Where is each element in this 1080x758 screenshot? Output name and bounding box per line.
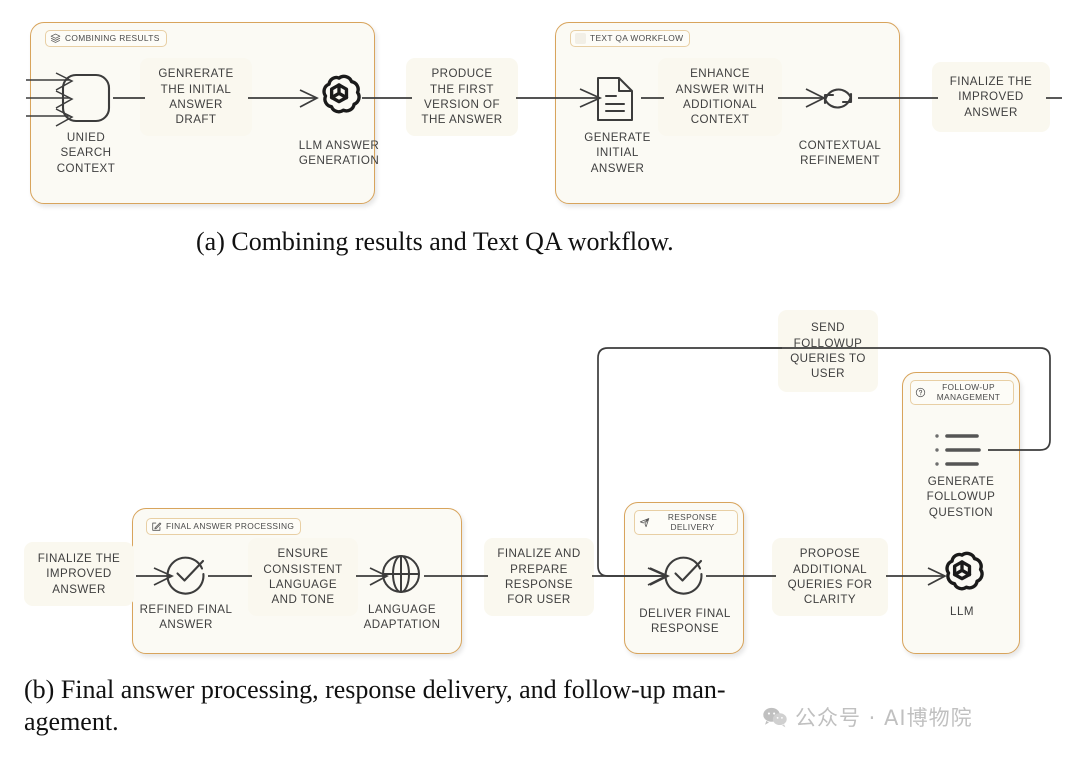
wire-arrow-to-refined <box>153 567 174 586</box>
node-label-llm: LLM <box>950 605 974 618</box>
wechat-icon <box>763 707 787 728</box>
layers-icon <box>50 33 61 43</box>
group-badge-combining-results: COMBINING RESULTS <box>45 30 167 47</box>
group-badge-label: FOLLOW-UP MANAGEMENT <box>936 382 1001 402</box>
refresh-cycle-icon <box>812 72 864 129</box>
group-badge-response-delivery: RESPONSE DELIVERY <box>634 510 738 536</box>
bullet-list-icon <box>933 428 989 481</box>
watermark-text: 公众号 · AI博物院 <box>795 706 973 730</box>
group-follow-up-management <box>902 372 1020 654</box>
wire-loopback-followup-to-deliver <box>597 347 1051 577</box>
document-icon <box>592 74 638 129</box>
question-circle-icon <box>915 388 926 398</box>
check-circle-icon <box>658 548 710 605</box>
wire-arrow-to-llm-b <box>927 567 947 586</box>
wire-arrow-loopback-to-deliver <box>647 567 668 586</box>
group-badge-label: TEXT QA WORKFLOW <box>590 32 684 43</box>
group-badge-label: FINAL ANSWER PROCESSING <box>166 520 295 531</box>
openai-logo-icon <box>313 70 365 127</box>
wire-input-arrow-3 <box>55 108 74 127</box>
group-badge-label: COMBINING RESULTS <box>65 32 160 43</box>
wire-arrow-to-refinement <box>805 88 826 108</box>
wire-arrow-to-llm <box>299 89 319 108</box>
wire-input-arrow-1 <box>55 72 74 91</box>
wire-arrow-to-generate <box>579 88 603 108</box>
openai-logo-icon <box>936 547 988 604</box>
group-badge-final-answer-processing: FINAL ANSWER PROCESSING <box>146 518 302 535</box>
send-plane-icon <box>639 518 650 528</box>
group-badge-follow-up-management: FOLLOW-UP MANAGEMENT <box>910 380 1014 406</box>
watermark: 公众号 · AI博物院 <box>762 702 973 732</box>
edit-square-icon <box>152 522 162 531</box>
group-badge-text-qa-workflow: TEXT QA WORKFLOW <box>570 30 691 47</box>
caption-panel-b: (b) Final answer processing, response de… <box>24 675 726 736</box>
check-circle-icon <box>160 548 212 605</box>
wire-arrow-to-language <box>369 567 389 586</box>
caption-panel-a: (a) Combining results and Text QA workfl… <box>196 227 674 256</box>
blank-icon <box>575 33 586 44</box>
group-badge-label: RESPONSE DELIVERY <box>667 512 718 532</box>
wire-input-arrow-2 <box>55 90 74 109</box>
